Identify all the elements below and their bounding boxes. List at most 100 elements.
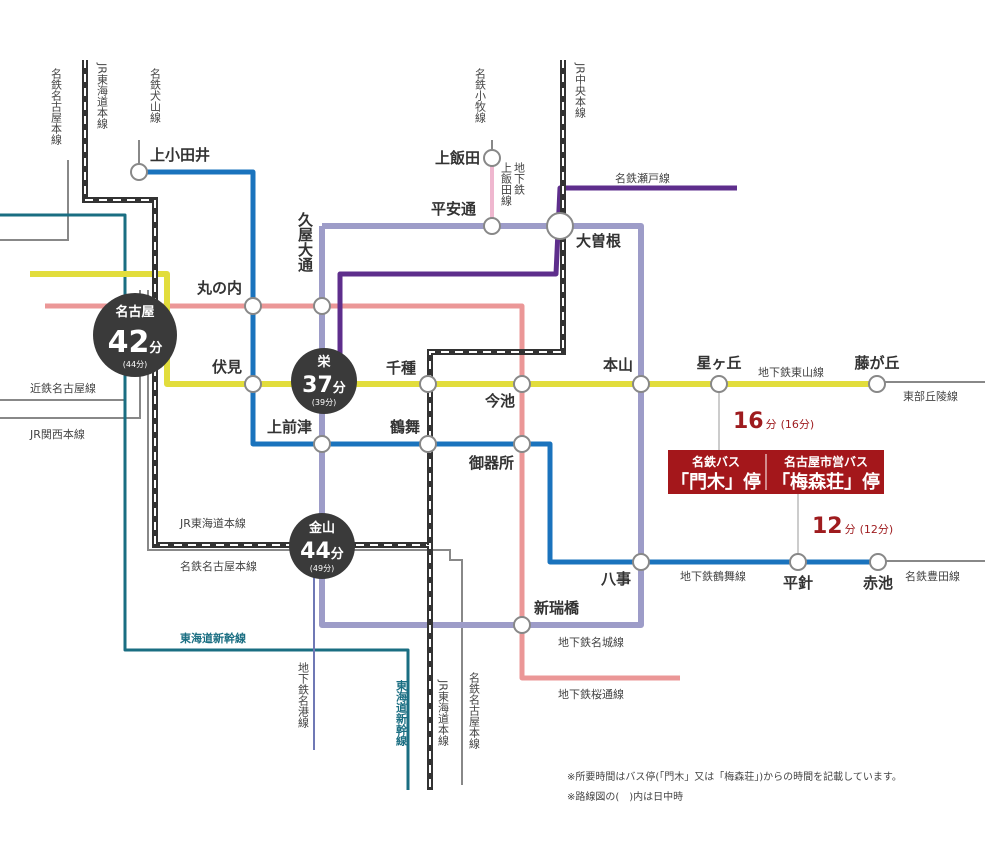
line-label-subway-tsurumai: 地下鉄鶴舞線 — [680, 569, 746, 583]
horizontal-line-labels: 名鉄瀬戸線 近鉄名古屋線 JR関西本線 JR東海道本線 名鉄名古屋本線 東海道新… — [29, 171, 960, 701]
hub-kanayama-time: 44分 — [300, 539, 344, 564]
station-label-motoyama: 本山 — [603, 356, 633, 374]
station-label-gokiso: 御器所 — [468, 454, 514, 472]
bus-shiei-label: 名古屋市営バス — [784, 454, 868, 469]
line-label-meitetsu-nagoya-top: 名鉄名古屋本線 — [50, 67, 63, 145]
hub-sakae[interactable]: 栄 37分 (39分) — [291, 348, 357, 414]
station-label-shinmizuhashi: 新瑞橋 — [534, 599, 580, 617]
station-marker-fujigaoka[interactable] — [868, 375, 886, 393]
line-label-tokaido-shinkansen-h: 東海道新幹線 — [180, 631, 246, 645]
hub-sakae-name: 栄 — [316, 354, 331, 370]
station-marker-marunouchi[interactable] — [244, 297, 262, 315]
station-marker-fushimi[interactable] — [244, 375, 262, 393]
bus-time-16-daytime: (16分) — [781, 418, 815, 431]
line-label-jr-tokaido-top: JR東海道本線 — [96, 62, 109, 129]
hub-sakae-minutes: 37 — [302, 373, 333, 398]
tokaido-shinkansen-line — [0, 213, 410, 790]
bus-time-12-value: 12 — [812, 514, 843, 539]
hub-kanayama[interactable]: 金山 44分 (49分) — [289, 513, 355, 579]
station-label-imaike: 今池 — [484, 392, 515, 410]
station-marker-kamimaezu[interactable] — [313, 435, 331, 453]
line-label-jr-chuo: JR中央本線 — [574, 62, 587, 118]
line-label-kamiiida: 上飯田線 — [500, 162, 513, 206]
bus-meitetsu-label: 名鉄バス — [692, 454, 740, 469]
station-label-kamimaezu: 上前津 — [267, 418, 312, 436]
line-label-jr-kansai: JR関西本線 — [29, 427, 85, 441]
station-label-hirabari: 平針 — [783, 574, 813, 592]
hub-kanayama-daytime: (49分) — [310, 564, 334, 573]
bus-stop-box — [668, 450, 884, 494]
jr-chuo-line-dash — [429, 60, 564, 545]
station-marker-akaike[interactable] — [869, 553, 887, 571]
station-marker-heiando[interactable] — [483, 217, 501, 235]
station-marker-imaike[interactable] — [513, 375, 531, 393]
station-label-yagoto: 八事 — [600, 570, 631, 588]
station-marker-hisaya-odori[interactable] — [313, 297, 331, 315]
station-label-tsurumai: 鶴舞 — [390, 418, 420, 436]
station-marker-ozone[interactable] — [546, 212, 574, 240]
footnotes: ※所要時間はバス停(「門木」又は「梅森荘」)からの時間を記載しています。 ※路線… — [567, 770, 902, 803]
bus-shiei-stop: 「梅森荘」停 — [772, 471, 880, 493]
station-label-hoshigaoka: 星ヶ丘 — [696, 354, 741, 372]
line-label-meitetsu-inuyama: 名鉄犬山線 — [149, 67, 162, 123]
station-label-fushimi: 伏見 — [212, 358, 242, 376]
hub-sakae-unit: 分 — [333, 380, 346, 396]
station-label-ozone: 大曽根 — [576, 232, 621, 250]
station-label-marunouchi: 丸の内 — [196, 279, 242, 297]
hub-sakae-time: 37分 — [302, 373, 346, 398]
station-marker-chikusa[interactable] — [419, 375, 437, 393]
station-label-fujigaoka: 藤が丘 — [854, 354, 899, 372]
jr-tokaido-line-dash — [84, 60, 431, 790]
seto-line — [337, 185, 737, 372]
station-marker-kamiiida[interactable] — [483, 149, 501, 167]
station-marker-tsurumai[interactable] — [419, 435, 437, 453]
station-marker-hoshigaoka[interactable] — [710, 375, 728, 393]
hub-nagoya-name: 名古屋 — [115, 304, 154, 320]
station-label-kamiiida: 上飯田 — [435, 149, 480, 167]
meitetsu-nagoya-line-mid — [147, 290, 463, 785]
meitetsu-nagoya-line-top — [0, 160, 69, 241]
hub-kanayama-minutes: 44 — [300, 539, 331, 564]
line-label-tobu-kyuryo: 東部丘陵線 — [903, 389, 958, 403]
station-label-akaike: 赤池 — [863, 574, 893, 592]
station-marker-gokiso[interactable] — [513, 435, 531, 453]
hub-nagoya[interactable]: 名古屋 42分 (44分) — [93, 293, 177, 377]
hub-kanayama-unit: 分 — [331, 546, 344, 562]
station-marker-hirabari[interactable] — [789, 553, 807, 571]
line-label-jr-tokaido-mid: JR東海道本線 — [179, 516, 246, 530]
meijo-line — [319, 223, 644, 628]
line-label-meitetsu-seto: 名鉄瀬戸線 — [615, 171, 670, 185]
tsurumai-line — [139, 169, 878, 565]
line-label-jr-tokaido-bottom: JR東海道本線 — [437, 679, 450, 746]
station-label-chikusa: 千種 — [386, 359, 416, 377]
line-label-kintetsu: 近鉄名古屋線 — [30, 381, 96, 395]
line-label-subway-higashiyama: 地下鉄東山線 — [758, 365, 824, 379]
station-marker-shinmizuhashi[interactable] — [513, 616, 531, 634]
sakuradori-line — [45, 303, 680, 681]
station-marker-motoyama[interactable] — [632, 375, 650, 393]
hub-kanayama-circle — [289, 513, 355, 579]
station-marker-yagoto[interactable] — [632, 553, 650, 571]
line-label-meitetsu-nagoya-bottom: 名鉄名古屋本線 — [468, 671, 481, 749]
station-label-kamiotai: 上小田井 — [150, 146, 210, 164]
line-label-tokaido-shinkansen-v: 東海道新幹線 — [395, 679, 408, 747]
hub-nagoya-minutes: 42 — [108, 325, 150, 360]
line-label-subway-meiko: 地下鉄名港線 — [297, 662, 310, 728]
hub-sakae-circle — [291, 348, 357, 414]
hub-nagoya-unit: 分 — [149, 340, 162, 356]
station-label-hisaya-odori: 久屋大通 — [296, 211, 314, 272]
line-label-subway-meijo: 地下鉄名城線 — [558, 635, 624, 649]
line-label-subway-sakuradori: 地下鉄桜通線 — [558, 687, 624, 701]
hub-kanayama-name: 金山 — [308, 520, 335, 536]
bus-meitetsu-stop: 「門木」停 — [671, 471, 761, 493]
jr-chuo-line-base — [427, 60, 566, 545]
footnote-2: ※路線図の( )内は日中時 — [567, 790, 683, 803]
hub-sakae-daytime: (39分) — [312, 398, 336, 407]
hub-nagoya-time: 42分 — [108, 325, 163, 360]
station-label-heiando: 平安通 — [431, 200, 476, 218]
station-marker-kamiotai[interactable] — [130, 163, 148, 181]
hub-nagoya-circle — [93, 293, 177, 377]
